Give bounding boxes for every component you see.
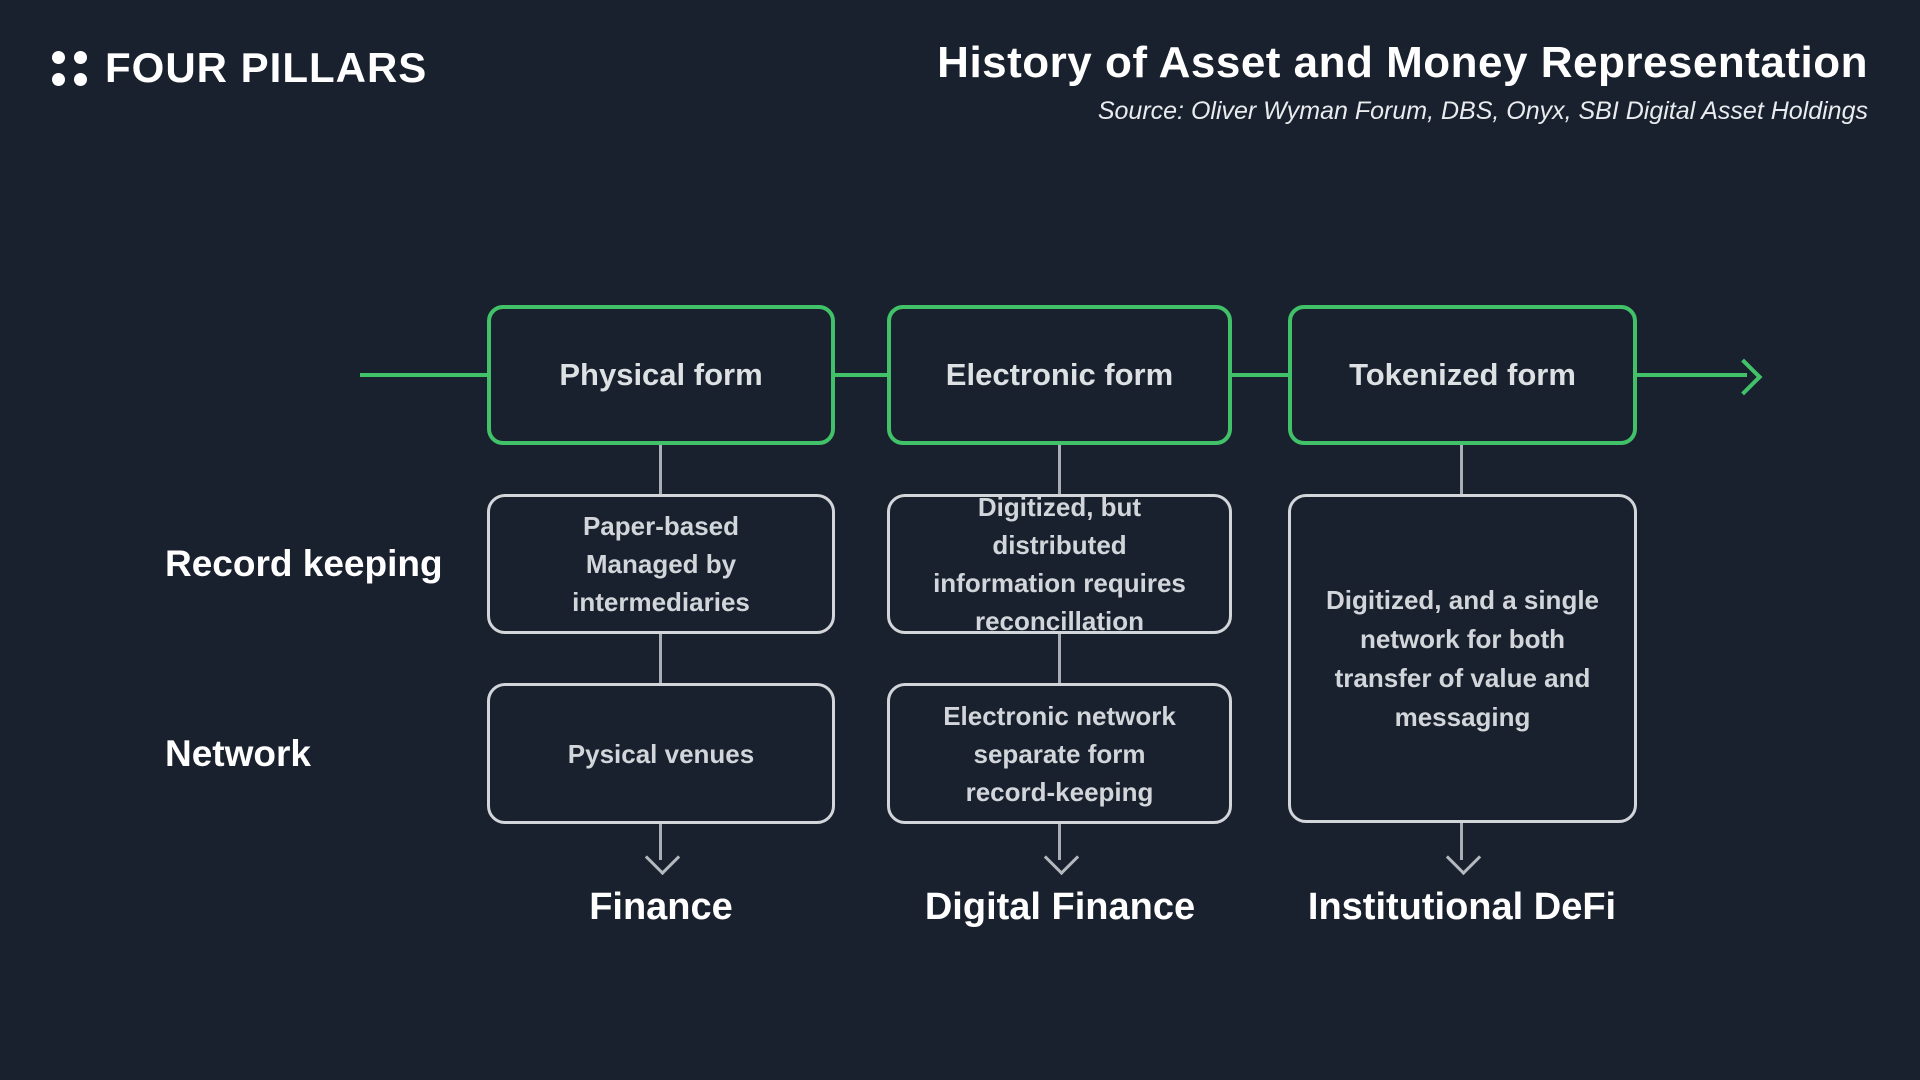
arrow-right-icon <box>1725 358 1763 396</box>
connector-line <box>1058 445 1061 494</box>
connector-line <box>1460 445 1463 494</box>
outcome-label-institutional-defi: Institutional DeFi <box>1307 886 1617 928</box>
logo-dot <box>52 72 65 86</box>
form-box-electronic: Electronic form <box>887 305 1232 445</box>
form-box-physical: Physical form <box>487 305 835 445</box>
arrow-down-icon <box>1445 839 1482 876</box>
logo-dot <box>74 72 87 86</box>
page-title: History of Asset and Money Representatio… <box>937 38 1868 87</box>
network-box-physical: Pysical venues <box>487 683 835 824</box>
header-right: History of Asset and Money Representatio… <box>937 38 1868 126</box>
outcome-label-digital-finance: Digital Finance <box>924 886 1196 928</box>
connector-line <box>1058 824 1061 860</box>
network-box-electronic: Electronic network separate form record-… <box>887 683 1232 824</box>
connector-line <box>659 445 662 494</box>
record-keeping-box-tokenized: Digitized, and a single network for both… <box>1288 494 1637 823</box>
connector-line <box>1058 634 1061 683</box>
logo-dot <box>52 50 65 64</box>
connector-line <box>1460 823 1463 860</box>
arrow-down-icon <box>644 839 681 876</box>
form-box-tokenized: Tokenized form <box>1288 305 1637 445</box>
logo-text: FOUR PILLARS <box>105 44 428 91</box>
outcome-label-finance: Finance <box>589 886 733 928</box>
logo-dot <box>74 50 87 64</box>
record-keeping-box-physical: Paper-based Managed by intermediaries <box>487 494 835 634</box>
logo-dots-icon <box>52 50 87 86</box>
connector-line <box>659 634 662 683</box>
row-label-record-keeping: Record keeping <box>165 543 443 584</box>
row-label-network: Network <box>165 733 311 774</box>
record-keeping-box-electronic: Digitized, but distributed information r… <box>887 492 1232 636</box>
connector-line <box>659 824 662 860</box>
four-pillars-logo: FOUR PILLARS <box>52 44 427 92</box>
source-attribution: Source: Oliver Wyman Forum, DBS, Onyx, S… <box>1097 97 1868 125</box>
arrow-down-icon <box>1043 839 1080 876</box>
